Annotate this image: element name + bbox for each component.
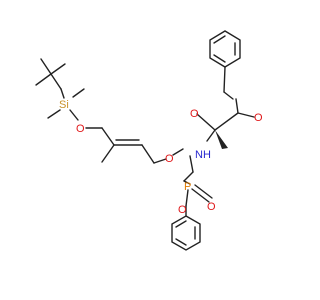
oxygen-phenoxy-label: O (178, 204, 187, 216)
oxygen-silyl-label: O (76, 123, 85, 135)
stereo-wedge (215, 130, 228, 149)
phenoxy-ring (171, 215, 201, 251)
alanine-backbone (196, 66, 255, 149)
benzyl-ring (209, 30, 241, 68)
oxygen-allyl-label: O (165, 153, 174, 165)
oxygen-carbonyl-label: O (254, 112, 263, 124)
oxygen-ester-label: O (190, 108, 199, 120)
phosphoramidate-bonds (172, 148, 213, 217)
butenyl-chain (85, 127, 167, 164)
molecule-structure: Si O O P O O NH O O (35, 30, 263, 251)
nh-label: NH (195, 149, 211, 161)
oxygen-phosphoryl-label: O (207, 201, 216, 213)
phosphorus-label: P (184, 181, 191, 193)
tert-butyl-group (35, 58, 66, 90)
silicon-label: Si (59, 99, 69, 111)
silyl-bonds (47, 88, 85, 121)
structure-diagram: Si O O P O O NH O O (35, 30, 263, 251)
